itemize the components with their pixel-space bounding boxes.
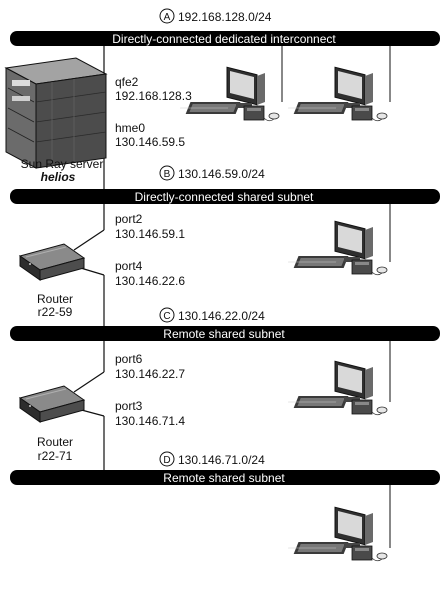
router1-port4-name: port4 — [115, 259, 143, 273]
router2-label: Router — [37, 435, 73, 449]
server-hostname: helios — [41, 170, 76, 184]
network-b-cidr: 130.146.59.0/24 — [178, 167, 265, 181]
network-a-bar — [10, 31, 440, 46]
network-a-bar-label: Directly-connected dedicated interconnec… — [112, 32, 336, 46]
router1-port2-ip: 130.146.59.1 — [115, 227, 185, 241]
network-a-marker: A — [159, 8, 175, 24]
router1-port2-name: port2 — [115, 212, 143, 226]
server-if-hme0-name: hme0 — [115, 121, 145, 135]
desktop-client-icon — [287, 506, 388, 562]
desktop-client-icon — [287, 360, 388, 416]
network-c-letter: C — [163, 311, 170, 322]
server-tower-icon — [5, 57, 107, 169]
router2-port3-ip: 130.146.71.4 — [115, 414, 185, 428]
network-b-bar-label: Directly-connected shared subnet — [135, 190, 314, 204]
network-d-bar — [10, 470, 440, 485]
server-label: Sun Ray server — [21, 157, 104, 171]
network-a-cidr: 192.168.128.0/24 — [178, 10, 272, 24]
router2-hostname: r22-71 — [38, 449, 73, 463]
router1-hostname: r22-59 — [38, 305, 73, 319]
network-c-cidr: 130.146.22.0/24 — [178, 309, 265, 323]
server-if-qfe2-ip: 192.168.128.3 — [115, 89, 192, 103]
network-d-cidr: 130.146.71.0/24 — [178, 453, 265, 467]
desktop-client-icon — [287, 66, 388, 122]
network-d-marker: D — [159, 451, 175, 467]
server-if-hme0-ip: 130.146.59.5 — [115, 135, 185, 149]
desktop-client-icon — [179, 66, 280, 122]
network-b-bar — [10, 189, 440, 204]
network-b-marker: B — [159, 165, 175, 181]
network-c-bar — [10, 326, 440, 341]
network-d-bar-label: Remote shared subnet — [163, 471, 285, 485]
network-c-bar-label: Remote shared subnet — [163, 327, 285, 341]
network-d-letter: D — [163, 455, 170, 466]
router2-port3-name: port3 — [115, 399, 143, 413]
network-b-letter: B — [164, 169, 171, 180]
network-c-marker: C — [159, 307, 175, 323]
network-a-letter: A — [164, 12, 171, 23]
router1-label: Router — [37, 292, 73, 306]
server-if-qfe2-name: qfe2 — [115, 75, 139, 89]
router2-port6-ip: 130.146.22.7 — [115, 367, 185, 381]
router1-port4-ip: 130.146.22.6 — [115, 274, 185, 288]
router2-port6-name: port6 — [115, 352, 143, 366]
desktop-client-icon — [287, 220, 388, 276]
